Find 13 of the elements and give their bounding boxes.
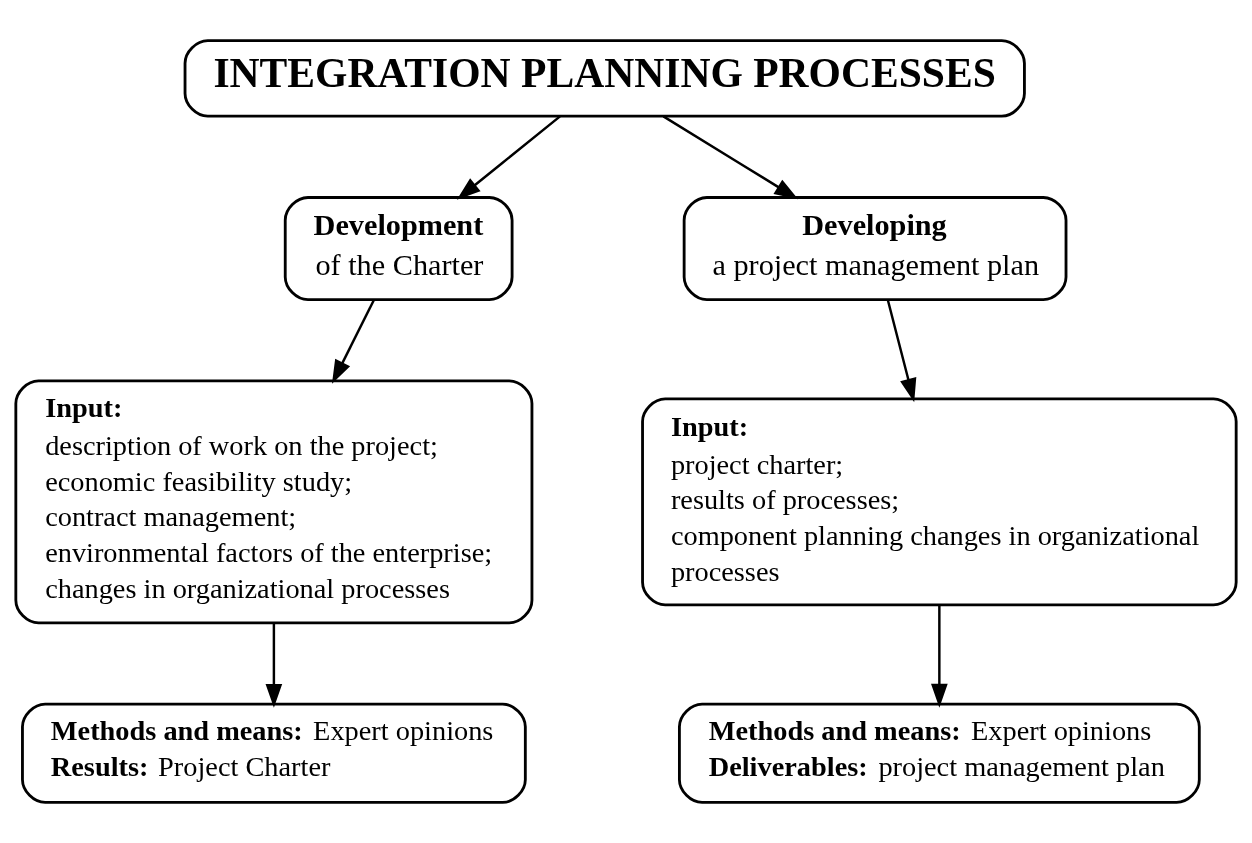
node-box: Developing a project management plan (682, 196, 1068, 301)
node-box: Methods and means: Expert opinions Deliverables: project management plan (678, 702, 1201, 804)
arrow (886, 299, 917, 403)
node-box: Input: project charter; results of processes; component planning changes in organizational processes (641, 397, 1238, 607)
arrow (931, 605, 948, 708)
arrow (662, 115, 799, 200)
arrow (265, 623, 283, 708)
node-box: Methods and means: Expert opinions Results: Project Charter (21, 702, 527, 804)
node-box: Development of the Charter (283, 196, 514, 301)
arrow (331, 299, 376, 384)
node-box: Input: description of work on the project; economic feasibility study; contract management; environmental factors of the enterprise; changes in organizational processes (14, 379, 534, 625)
node-box: INTEGRATION PLANNING PROCESSES (183, 39, 1026, 118)
arrow (456, 115, 561, 200)
